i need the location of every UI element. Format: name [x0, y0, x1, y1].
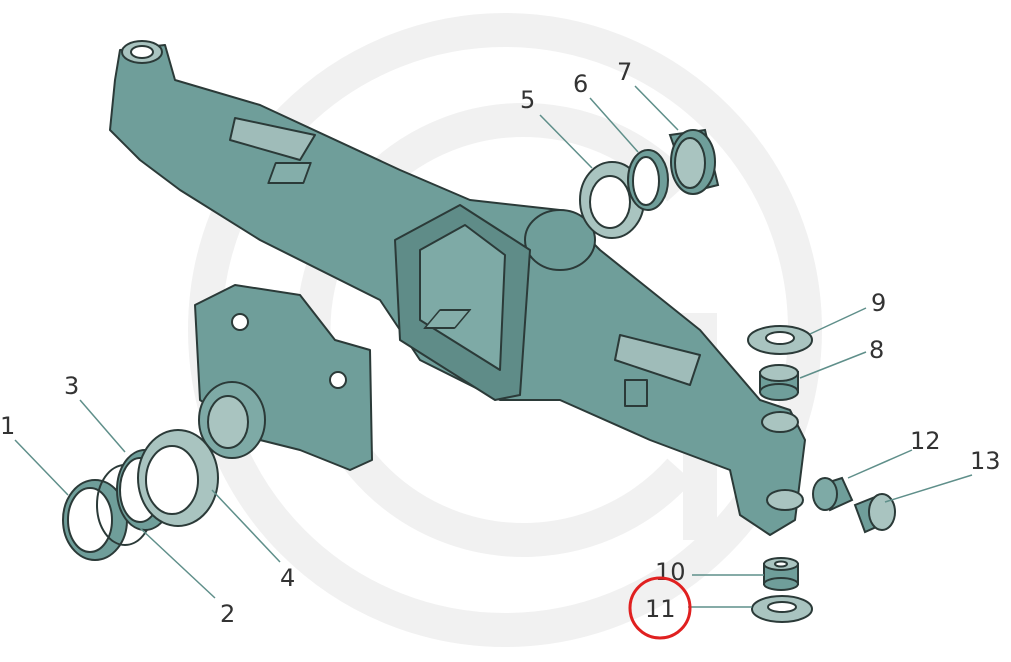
- part-label-8: 8: [869, 336, 884, 364]
- highlight-circle: [628, 576, 692, 640]
- part-label-12: 12: [910, 427, 941, 455]
- bushing-13: [853, 493, 896, 534]
- part-label-11: 11: [645, 595, 676, 623]
- part-label-3: 3: [64, 372, 79, 400]
- washer-11: [751, 595, 813, 623]
- axle-housing: [109, 40, 806, 536]
- washer-9: [747, 325, 813, 355]
- part-label-5: 5: [520, 86, 535, 114]
- thrust-washer-4: [137, 429, 219, 527]
- bushing-12: [812, 476, 854, 512]
- part-label-10: 10: [655, 558, 686, 586]
- leader-lines: [14, 85, 973, 608]
- part-label-6: 6: [573, 70, 588, 98]
- part-label-4: 4: [280, 564, 295, 592]
- part-label-9: 9: [871, 289, 886, 317]
- bushing-7: [668, 128, 720, 195]
- bushing-10: [763, 557, 799, 591]
- part-label-2: 2: [220, 600, 235, 628]
- snap-ring-6: [627, 149, 669, 211]
- part-label-7: 7: [617, 58, 632, 86]
- bushing-8: [759, 364, 799, 401]
- steering-knuckle-bracket: [194, 284, 373, 471]
- part-label-13: 13: [970, 447, 1001, 475]
- part-label-1: 1: [0, 412, 15, 440]
